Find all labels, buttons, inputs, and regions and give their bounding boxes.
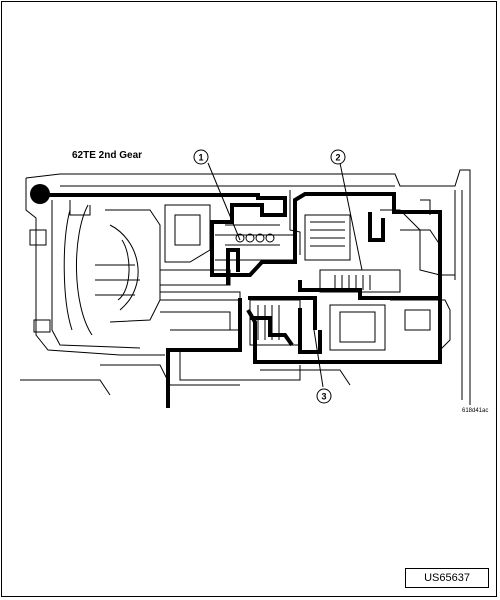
callout-2-label: 2 — [335, 153, 340, 163]
callout-3: 3 — [316, 388, 332, 404]
callout-2: 2 — [330, 149, 346, 165]
callout-3-label: 3 — [321, 392, 326, 402]
callout-1: 1 — [193, 149, 209, 165]
callout-1-label: 1 — [198, 153, 203, 163]
housing-lineart — [20, 169, 471, 405]
figure-code: 618d41ac — [462, 408, 489, 414]
callout-leaders — [207, 162, 363, 388]
pressure-source-dot — [30, 184, 50, 204]
hydraulic-circuit — [38, 192, 442, 408]
document-id-box: US65637 — [405, 568, 489, 588]
diagram-title: 62TE 2nd Gear — [72, 150, 143, 161]
